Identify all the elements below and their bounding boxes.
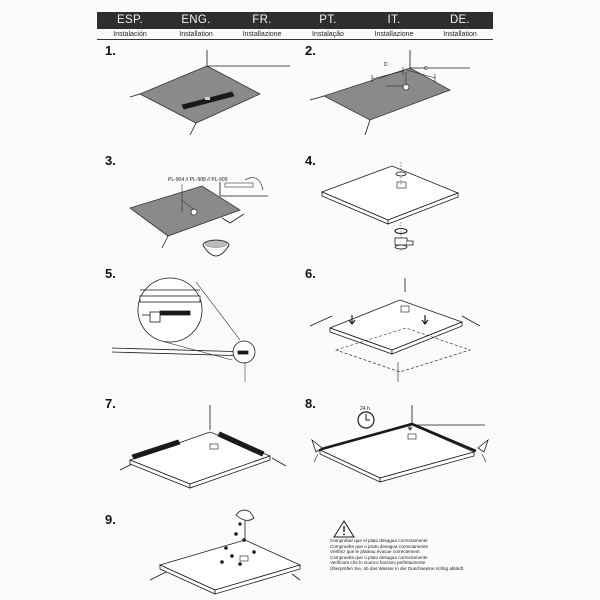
step-number-6: 6. — [305, 266, 316, 281]
step6-illustration — [309, 278, 481, 382]
step9-illustration — [149, 509, 302, 595]
step-number-4: 4. — [305, 153, 316, 168]
step5-illustration — [111, 277, 256, 382]
step-number-8: 8. — [305, 396, 316, 411]
subtitle-fr: Installazione — [242, 31, 282, 38]
water-test-notes: Comprobar que el plato desagua correctam… — [330, 538, 490, 571]
step4-illustration — [320, 162, 460, 252]
lang-pt: PT. — [319, 14, 337, 26]
dim-label-d: D — [384, 62, 388, 68]
installation-row: Instalación Installation Installazione I… — [97, 29, 493, 40]
lang-de: DE. — [449, 14, 471, 26]
note-pt: Compruebe que o plato desagua correctame… — [330, 554, 428, 560]
step8-illustration — [311, 405, 489, 483]
note-eng: Compruebe que o prato desagua correctame… — [330, 543, 429, 549]
lang-eng: ENG. — [181, 14, 211, 26]
lang-it: IT. — [387, 14, 401, 26]
product-codes: PL-904 // PL-908 // PL-909 — [168, 177, 228, 183]
subtitle-pt: Instalação — [312, 31, 344, 38]
step-number-2: 2. — [305, 43, 316, 58]
language-row: ESP. ENG. FR. PT. IT. DE. — [97, 12, 493, 29]
step3-illustration — [129, 177, 268, 257]
step-number-9: 9. — [105, 512, 116, 527]
note-esp: Comprobar que el plato desagua correctam… — [330, 538, 428, 543]
note-fr: Vérifiez que le plateau évacue correctem… — [330, 549, 420, 554]
subtitle-it: Installazione — [374, 31, 414, 38]
subtitle-eng: Installation — [179, 31, 213, 38]
step-number-1: 1. — [105, 43, 116, 58]
cure-time-label: 24 h — [360, 406, 370, 412]
step2-illustration — [309, 50, 470, 136]
note-it: Verificare che lo scarico funzioni perfe… — [330, 560, 426, 565]
step-number-3: 3. — [105, 153, 116, 168]
step1-illustration — [129, 50, 290, 136]
step7-illustration — [119, 405, 287, 489]
subtitle-esp: Instalación — [113, 31, 147, 38]
language-header: ESP. ENG. FR. PT. IT. DE. Instalación In… — [97, 12, 493, 40]
subtitle-de: Installation — [443, 31, 477, 38]
lang-fr: FR. — [252, 14, 272, 26]
warning-triangle-icon — [333, 520, 355, 538]
note-de: Überprüfen Sie, ob das Wasser in der Dus… — [330, 565, 465, 571]
dim-label-c: C — [424, 66, 428, 72]
step-number-7: 7. — [105, 396, 116, 411]
lang-esp: ESP. — [117, 14, 143, 26]
step-number-5: 5. — [105, 266, 116, 281]
